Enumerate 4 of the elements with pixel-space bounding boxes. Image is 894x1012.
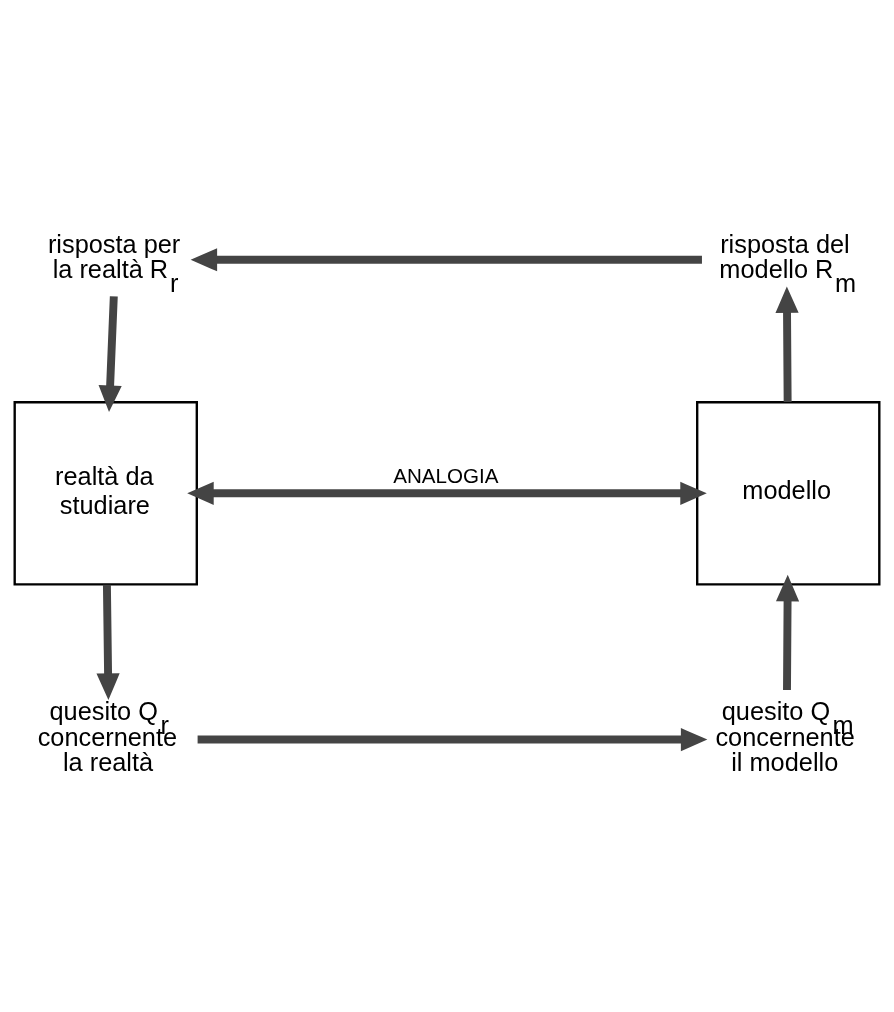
arrow (187, 481, 707, 505)
node-box: realtà da studiare (13, 401, 198, 586)
node-box: modello (696, 401, 881, 586)
edge-label: ANALOGIA (393, 463, 499, 487)
